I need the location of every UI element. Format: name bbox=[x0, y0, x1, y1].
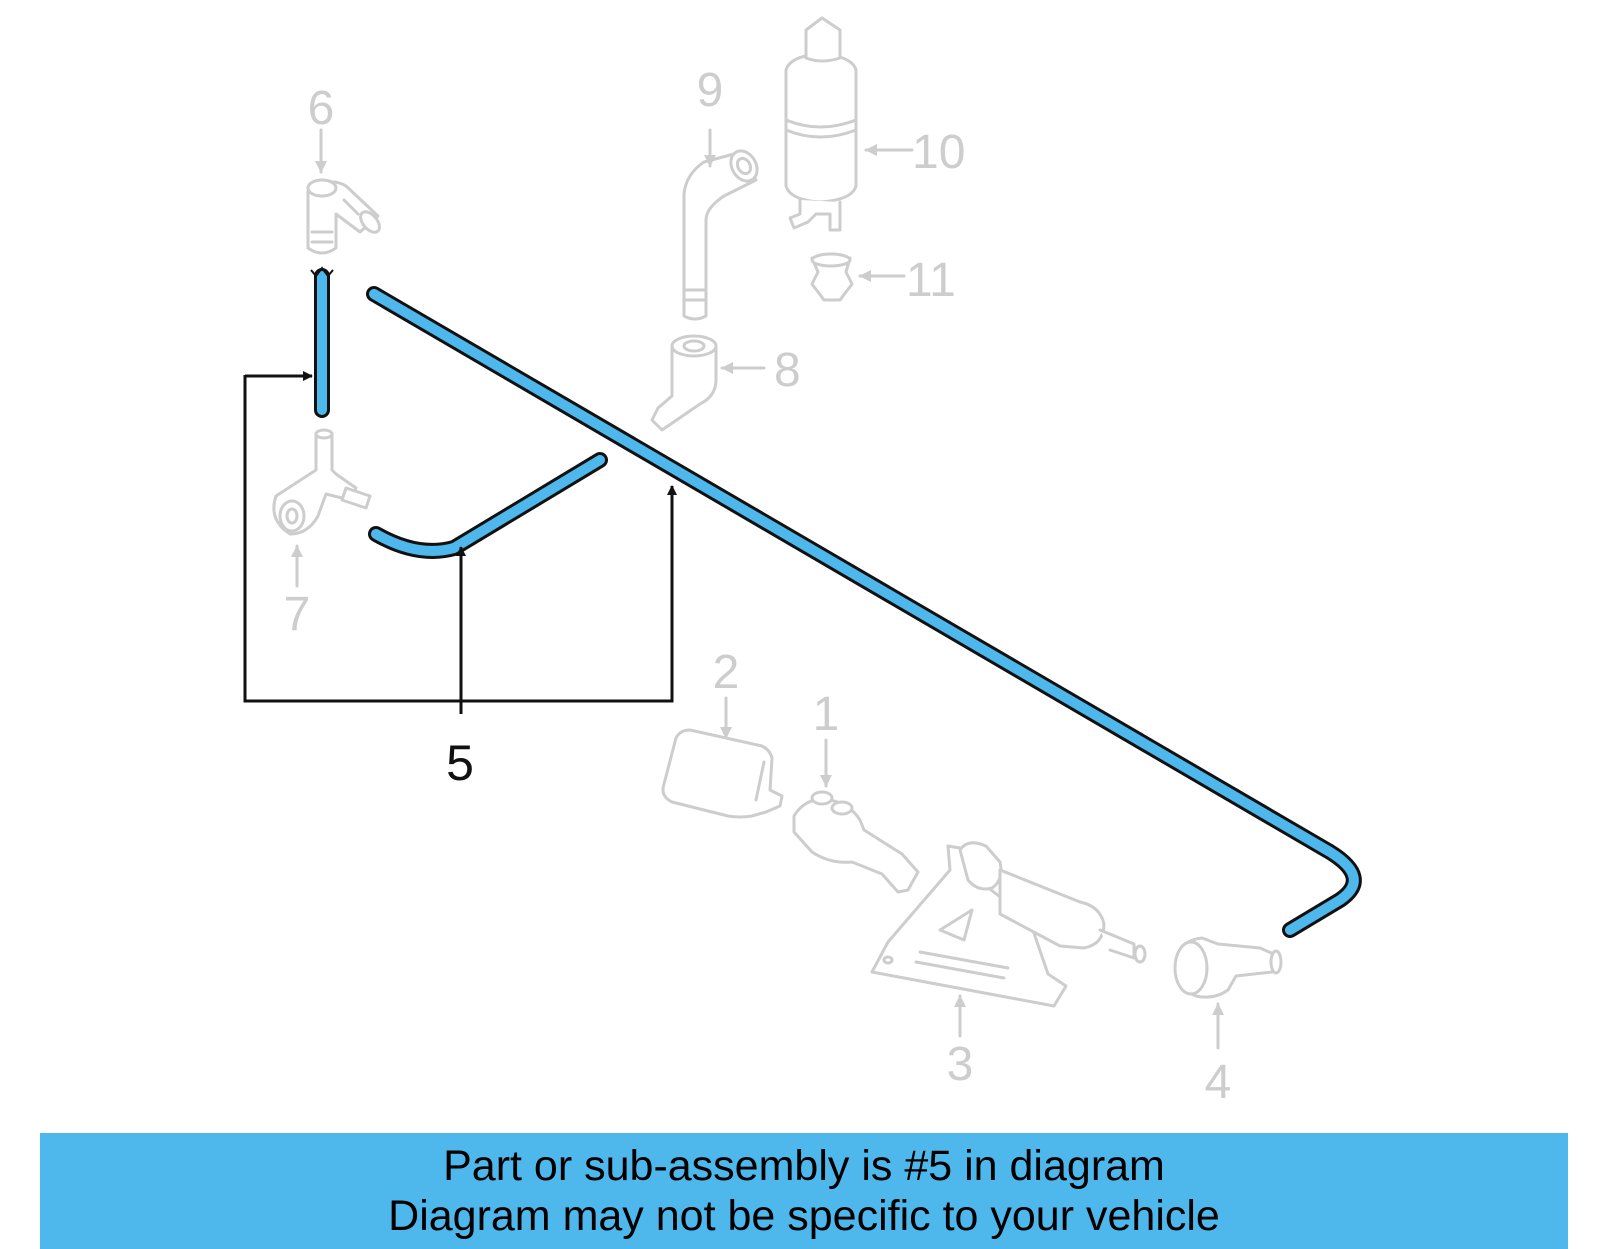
part-3-bracket bbox=[870, 841, 1147, 1038]
part-1-nozzle bbox=[792, 738, 920, 894]
part-2-cover bbox=[661, 696, 784, 819]
callout-7: 7 bbox=[284, 588, 311, 641]
part-11-grommet bbox=[810, 252, 906, 302]
callout-6: 6 bbox=[308, 82, 335, 135]
callout-5: 5 bbox=[446, 735, 474, 791]
part-7-y-connector bbox=[272, 428, 372, 588]
part-5-hose-short bbox=[368, 452, 608, 559]
callout-4: 4 bbox=[1205, 1056, 1232, 1109]
part-6-elbow-connector bbox=[306, 128, 381, 255]
part-9-bent-nozzle bbox=[682, 128, 759, 321]
part-5-hose-long bbox=[366, 286, 1362, 938]
part-4-elbow-fitting bbox=[1173, 936, 1283, 1050]
callout-11: 11 bbox=[906, 254, 956, 307]
info-banner: Part or sub-assembly is #5 in diagram Di… bbox=[40, 1133, 1568, 1249]
callout-10: 10 bbox=[912, 126, 965, 179]
part-5-hose-vertical bbox=[310, 266, 334, 418]
part-8-elbow bbox=[650, 334, 766, 432]
banner-line-disclaimer: Diagram may not be specific to your vehi… bbox=[388, 1192, 1220, 1240]
callout-2: 2 bbox=[713, 646, 740, 699]
callout-9: 9 bbox=[697, 64, 724, 117]
callout-3: 3 bbox=[947, 1038, 974, 1091]
callout-5-leaders bbox=[243, 371, 677, 714]
part-10-washer-pump bbox=[784, 16, 914, 232]
banner-line-part-number: Part or sub-assembly is #5 in diagram bbox=[443, 1142, 1165, 1190]
callout-1: 1 bbox=[813, 688, 840, 741]
callout-8: 8 bbox=[774, 344, 801, 397]
